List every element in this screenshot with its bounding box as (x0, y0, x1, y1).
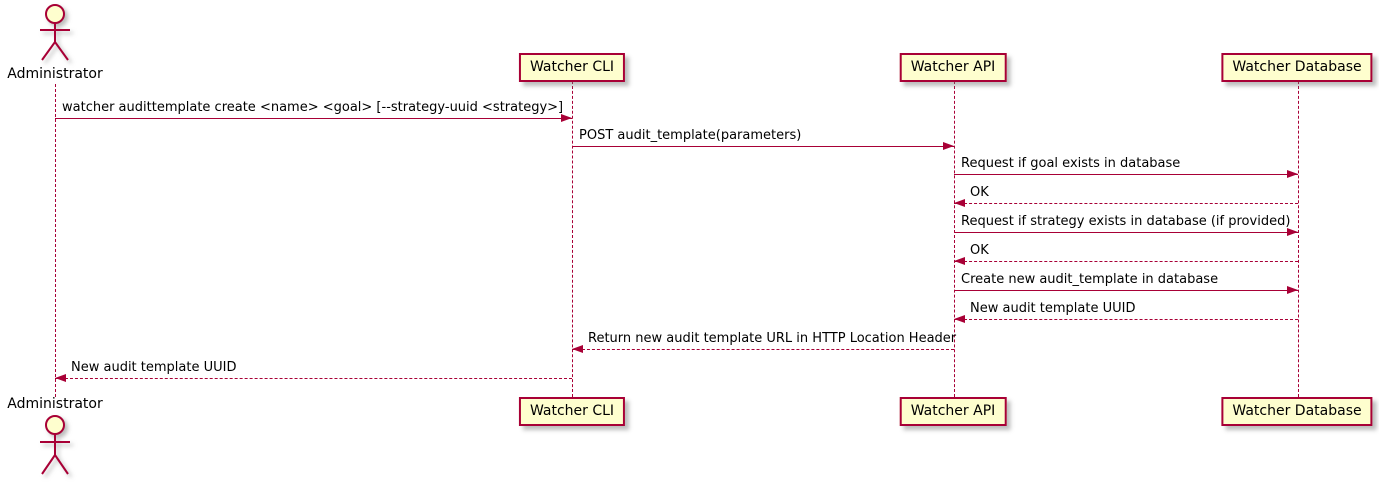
arrowhead-left-icon (55, 374, 66, 382)
participant-label: Watcher Database (1232, 59, 1362, 75)
message-create-in-database: Create new audit_template in database (954, 272, 1298, 294)
arrowhead-right-icon (561, 114, 572, 122)
message-arrow-right (954, 286, 1298, 294)
message-label: Create new audit_template in database (961, 272, 1219, 287)
participant-watcher-api-top: Watcher API (899, 53, 1007, 82)
message-label: POST audit_template(parameters) (579, 128, 802, 143)
message-label: OK (970, 243, 989, 258)
message-new-uuid-from-db: New audit template UUID (954, 301, 1298, 323)
arrowhead-left-icon (954, 315, 965, 323)
lifeline-administrator (55, 84, 56, 397)
message-label: Request if goal exists in database (961, 156, 1181, 171)
message-request-strategy-exists: Request if strategy exists in database (… (954, 214, 1298, 236)
message-arrow-right (954, 170, 1298, 178)
message-label: New audit template UUID (970, 301, 1136, 316)
participant-watcher-api-bottom: Watcher API (899, 397, 1007, 426)
arrowhead-right-icon (1287, 228, 1298, 236)
arrowhead-left-icon (572, 345, 583, 353)
participant-label: Watcher CLI (529, 403, 615, 419)
message-ok-strategy: OK (954, 243, 1298, 265)
message-arrow-left (572, 345, 954, 353)
message-create-audittemplate: watcher audittemplate create <name> <goa… (55, 100, 572, 122)
message-label: OK (970, 185, 989, 200)
arrowhead-right-icon (1287, 170, 1298, 178)
message-post-audit-template: POST audit_template(parameters) (572, 128, 954, 150)
participant-watcher-database-bottom: Watcher Database (1221, 397, 1373, 426)
message-arrow-right (55, 114, 572, 122)
arrowhead-left-icon (954, 199, 965, 207)
participant-label: Watcher API (910, 59, 996, 75)
message-ok-goal: OK (954, 185, 1298, 207)
participant-label: Watcher CLI (529, 59, 615, 75)
actor-icon (40, 4, 70, 61)
participant-watcher-cli-bottom: Watcher CLI (518, 397, 626, 426)
participant-label: Watcher API (910, 403, 996, 419)
message-new-uuid-to-admin: New audit template UUID (55, 360, 572, 382)
participant-watcher-cli-top: Watcher CLI (518, 53, 626, 82)
message-return-url-location-header: Return new audit template URL in HTTP Lo… (572, 331, 957, 353)
arrowhead-left-icon (954, 257, 965, 265)
participant-watcher-database-top: Watcher Database (1221, 53, 1373, 82)
message-label: watcher audittemplate create <name> <goa… (62, 100, 564, 115)
message-arrow-left (55, 374, 572, 382)
message-arrow-left (954, 315, 1298, 323)
actor-icon (40, 415, 70, 475)
lifeline-watcher-api (954, 81, 955, 397)
message-label: Return new audit template URL in HTTP Lo… (588, 331, 957, 346)
message-request-goal-exists: Request if goal exists in database (954, 156, 1298, 178)
actor-label-bottom: Administrator (7, 396, 103, 412)
message-arrow-left (954, 257, 1298, 265)
participant-label: Watcher Database (1232, 403, 1362, 419)
lifeline-watcher-database (1298, 81, 1299, 397)
arrowhead-right-icon (943, 142, 954, 150)
actor-label-top: Administrator (7, 66, 103, 82)
message-label: Request if strategy exists in database (… (961, 214, 1291, 229)
message-arrow-left (954, 199, 1298, 207)
lifeline-watcher-cli (572, 81, 573, 397)
message-label: New audit template UUID (71, 360, 237, 375)
message-arrow-right (572, 142, 954, 150)
message-arrow-right (954, 228, 1298, 236)
arrowhead-right-icon (1287, 286, 1298, 294)
